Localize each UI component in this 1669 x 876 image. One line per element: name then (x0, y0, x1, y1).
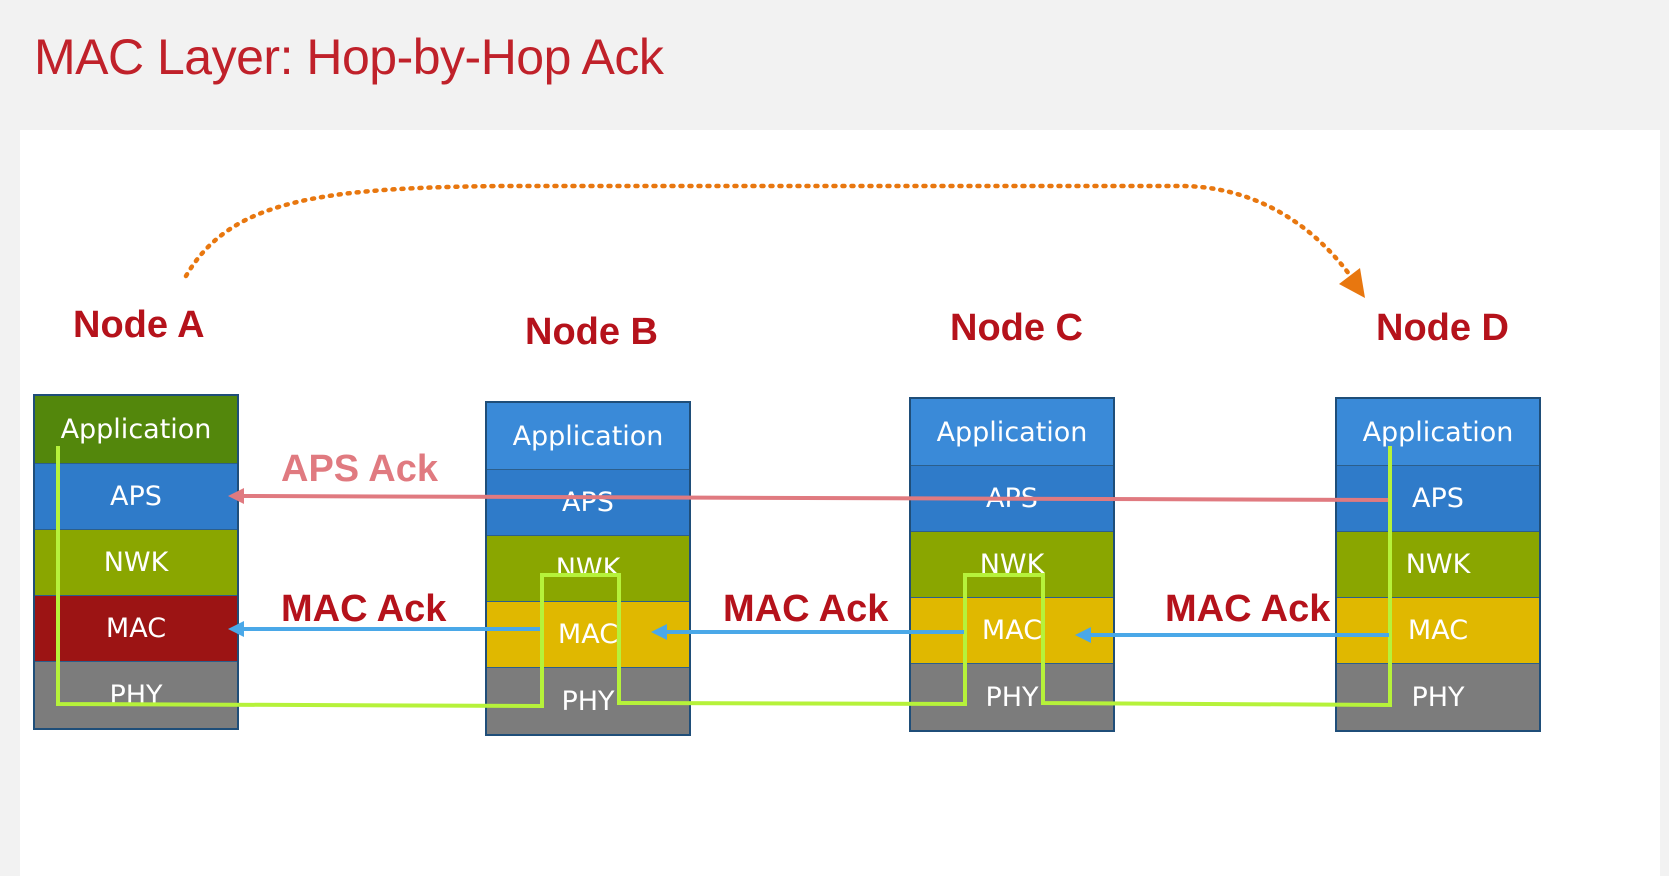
aps-ack-label: APS Ack (281, 448, 438, 490)
mac-ack-arrow-b-to-a-head (228, 621, 244, 637)
node-d-mac-layer: MAC (1337, 598, 1539, 664)
node-c-application-layer: Application (911, 399, 1113, 466)
node-c-label: Node C (950, 307, 1083, 349)
end-to-end-arrow (183, 183, 1355, 281)
node-a-nwk-layer: NWK (35, 530, 237, 596)
node-a-phy-layer: PHY (35, 662, 237, 728)
aps-ack-arrow-head (228, 488, 244, 504)
mac-ack-label-1: MAC Ack (281, 588, 447, 630)
mac-ack-label-3: MAC Ack (1165, 588, 1331, 630)
node-b-nwk-layer: NWK (487, 536, 689, 602)
node-b-stack: Application APS NWK MAC PHY (485, 401, 691, 736)
node-a-label: Node A (73, 304, 205, 346)
node-a-mac-layer: MAC (35, 596, 237, 662)
node-b-phy-layer: PHY (487, 668, 689, 734)
mac-ack-label-2: MAC Ack (723, 588, 889, 630)
data-path-line (56, 446, 1392, 709)
node-b-application-layer: Application (487, 403, 689, 470)
mac-ack-arrow-c-to-b-head (651, 624, 667, 640)
node-a-application-layer: Application (35, 396, 237, 464)
end-to-end-arrow-head (1339, 268, 1365, 298)
node-b-mac-layer: MAC (487, 602, 689, 668)
right-margin (1660, 130, 1669, 876)
slide-title: MAC Layer: Hop-by-Hop Ack (34, 29, 664, 85)
node-d-stack: Application APS NWK MAC PHY (1335, 397, 1541, 732)
node-d-phy-layer: PHY (1337, 664, 1539, 730)
node-d-application-layer: Application (1337, 399, 1539, 466)
node-a-stack: Application APS NWK MAC PHY (33, 394, 239, 730)
node-d-label: Node D (1376, 307, 1509, 349)
node-d-nwk-layer: NWK (1337, 532, 1539, 598)
node-c-phy-layer: PHY (911, 664, 1113, 730)
aps-ack-arrow (239, 494, 1389, 502)
node-a-aps-layer: APS (35, 464, 237, 530)
node-b-label: Node B (525, 311, 658, 353)
node-b-aps-layer: APS (487, 470, 689, 536)
mac-ack-arrow-d-to-c-head (1075, 627, 1091, 643)
